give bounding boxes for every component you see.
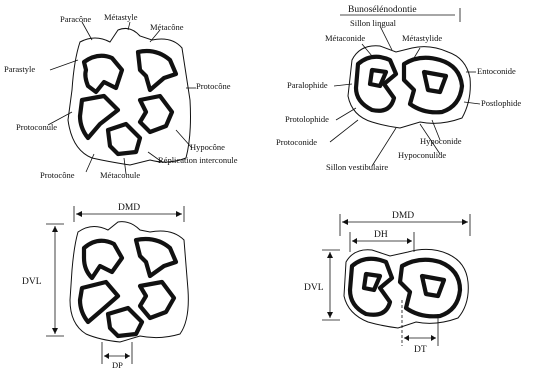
label-metaconule: Métaconule <box>100 170 140 180</box>
lower-molar-measured: DMD DH DVL DT <box>304 211 470 355</box>
upper-molar-enamel-metaconule <box>108 124 140 154</box>
arrowhead <box>342 219 348 225</box>
upper-molar-2-enamel-metaconule <box>108 308 142 336</box>
upper-molar-labeled: Paracône Métastyle Métacône Parastyle Pr… <box>4 12 238 180</box>
lower-molar-enamel-inner2 <box>424 72 446 92</box>
arrowhead <box>125 353 130 359</box>
upper-molar-enamel-protocone <box>80 96 118 138</box>
label-protocone-bottom: Protocône <box>40 170 75 180</box>
leader-line <box>330 120 358 142</box>
label-entoconide: Entoconide <box>477 66 516 76</box>
arrowhead <box>176 211 182 217</box>
label-paracone: Paracône <box>60 14 91 24</box>
label-upper-dvl: DVL <box>22 277 42 287</box>
label-protolophide: Protolophide <box>285 114 329 124</box>
leader-line <box>82 22 92 40</box>
arrowhead <box>404 335 409 341</box>
label-protoconide: Protoconide <box>276 137 317 147</box>
label-metacone: Métacône <box>150 22 184 32</box>
label-lower-dh: DH <box>374 230 388 240</box>
lower-molar-labeled: Bunosélénodontie Sillon lingual Métaconi… <box>276 5 521 172</box>
label-upper-dp: DP <box>112 360 123 370</box>
label-metastylide: Métastylide <box>402 33 442 43</box>
lower-molar-2-enamel-mesial <box>350 259 392 315</box>
upper-molar-2-enamel-metacone <box>136 239 176 276</box>
label-lower-dvl: DVL <box>304 283 324 293</box>
label-hypoconide: Hypoconide <box>420 136 462 146</box>
lower-molar-enamel-distal <box>404 58 462 113</box>
upper-molar-enamel-hypocone <box>140 96 172 132</box>
label-protoconule: Protoconule <box>16 122 57 132</box>
arrowhead <box>407 238 412 244</box>
label-upper-dmd: DMD <box>118 203 140 213</box>
upper-molar-outline <box>68 28 191 165</box>
arrowhead <box>52 226 58 232</box>
label-replication-interconule: Réplication interconule <box>158 155 238 165</box>
arrowhead <box>327 312 333 318</box>
label-protocone: Protocône <box>196 81 231 91</box>
label-metaconide: Métaconide <box>325 33 365 43</box>
label-sillon-vestibulaire: Sillon vestibulaire <box>326 162 388 172</box>
label-hypocone: Hypocône <box>190 142 225 152</box>
label-metastyle: Métastyle <box>104 12 138 22</box>
leader-line <box>336 108 356 120</box>
upper-molar-2-enamel-protocone <box>80 282 118 322</box>
arrowhead <box>104 353 109 359</box>
lower-molar-2-enamel-distal <box>400 260 460 317</box>
arrowhead <box>431 335 436 341</box>
lower-molar-2-enamel-inner2 <box>422 276 444 296</box>
label-sillon-lingual: Sillon lingual <box>350 18 397 28</box>
upper-molar-2-enamel-paracone <box>84 241 122 278</box>
lower-molar-2-enamel-inner <box>364 274 380 290</box>
label-postlophide: Postlophide <box>481 98 521 108</box>
leader-line <box>372 128 396 166</box>
upper-molar-enamel-metacone <box>138 51 176 90</box>
arrowhead <box>52 328 58 334</box>
label-hypoconulide: Hypoconulide <box>398 150 446 160</box>
arrowhead <box>352 238 357 244</box>
arrowhead <box>76 211 82 217</box>
arrowhead <box>462 219 468 225</box>
upper-molar-enamel-paracone <box>84 56 122 92</box>
label-lower-dmd: DMD <box>392 211 414 221</box>
upper-molar-measured: DMD DVL DP <box>22 203 188 370</box>
label-bunoselenodonty: Bunosélénodontie <box>348 5 417 15</box>
arrowhead <box>327 252 333 258</box>
label-paralophide: Paralophide <box>287 80 328 90</box>
upper-molar-2-enamel-hypocone <box>140 282 174 318</box>
label-lower-dt: DT <box>414 345 427 355</box>
label-parastyle: Parastyle <box>4 64 35 74</box>
leader-line <box>464 102 480 104</box>
